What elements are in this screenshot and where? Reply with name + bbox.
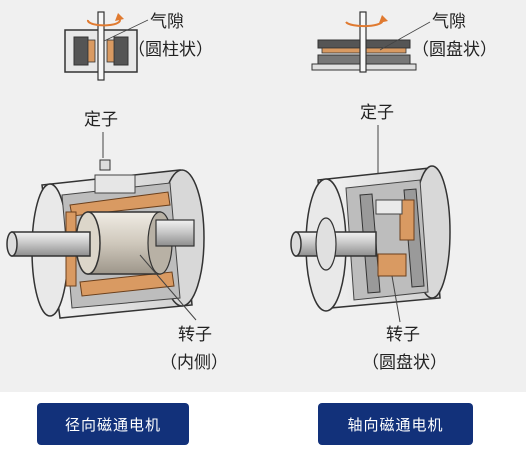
axial-gap-label: 气隙	[432, 12, 466, 32]
radial-stator-label: 定子	[84, 110, 118, 130]
radial-gap-label: 气隙	[150, 12, 184, 32]
radial-motor-illustration	[6, 159, 205, 319]
radial-gap-shape-label: （圆柱状）	[128, 40, 213, 60]
axial-rotor-label: 转子	[386, 325, 420, 345]
axial-gap-icon	[311, 11, 431, 73]
radial-flux-motor-button[interactable]: 径向磁通电机	[37, 403, 189, 445]
radial-rotor-position-label: （内侧）	[160, 353, 228, 373]
axial-flux-motor-button-label: 轴向磁通电机	[347, 415, 444, 434]
axial-rotor-leader	[391, 275, 401, 323]
radial-gap-icon	[64, 11, 149, 81]
axial-gap-shape-label: （圆盘状）	[412, 40, 497, 60]
axial-stator-label: 定子	[360, 103, 394, 123]
axial-flux-motor-button[interactable]: 轴向磁通电机	[318, 403, 473, 445]
radial-rotor-leader	[139, 254, 197, 321]
radial-flux-motor-button-label: 径向磁通电机	[64, 415, 161, 434]
axial-rotor-shape-label: （圆盘状）	[362, 353, 447, 373]
radial-rotor-label: 转子	[178, 325, 212, 345]
axial-motor-illustration	[290, 165, 451, 312]
